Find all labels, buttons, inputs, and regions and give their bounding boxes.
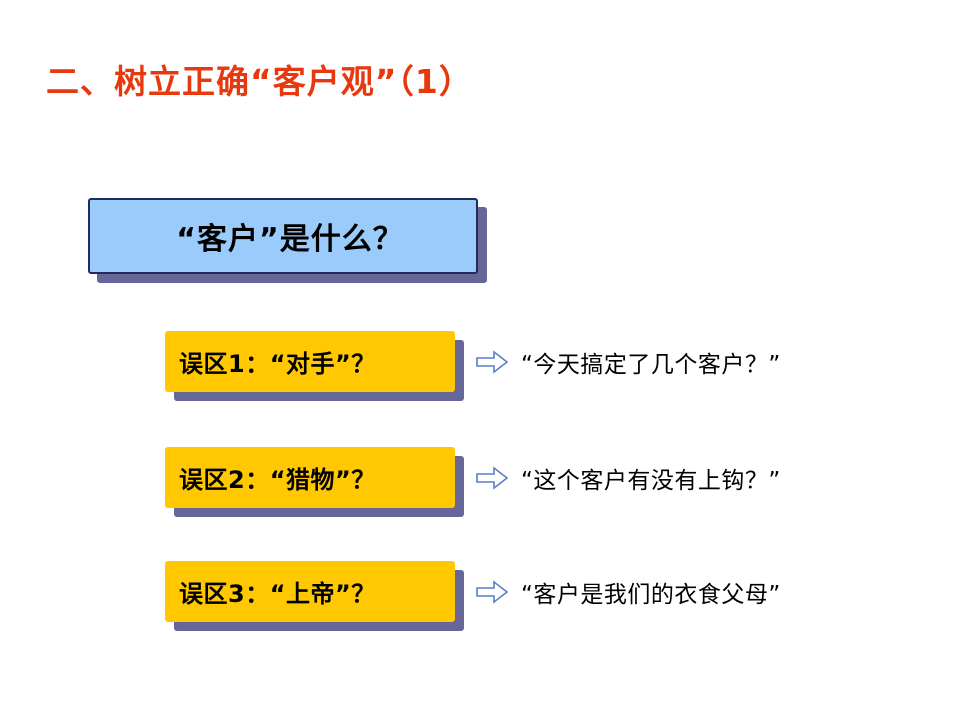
right-block-arrow-icon	[476, 580, 508, 604]
caption-row-3: “客户是我们的衣食父母”	[476, 572, 781, 612]
right-block-arrow-icon	[476, 350, 508, 374]
misconception-box-1-face: 误区1：“对手”？	[165, 331, 455, 392]
misconception-box-1-label: 误区1：“对手”？	[179, 350, 376, 378]
misconception-box-1: 误区1：“对手”？	[165, 331, 464, 401]
caption-text-2: “这个客户有没有上钩？”	[521, 468, 781, 494]
misconception-box-2: 误区2：“猎物”？	[165, 447, 464, 517]
caption-row-2: “这个客户有没有上钩？”	[476, 458, 781, 498]
caption-text-3: “客户是我们的衣食父母”	[521, 582, 781, 608]
misconception-box-3-label: 误区3：“上帝”？	[179, 580, 376, 608]
headline-box-face: “客户”是什么？	[88, 198, 478, 274]
right-block-arrow-icon	[476, 466, 508, 490]
misconception-box-2-label: 误区2：“猎物”？	[179, 466, 376, 494]
misconception-box-2-face: 误区2：“猎物”？	[165, 447, 455, 508]
headline-box: “客户”是什么？	[88, 198, 487, 283]
headline-box-label: “客户”是什么？	[176, 222, 404, 257]
misconception-box-3: 误区3：“上帝”？	[165, 561, 464, 631]
caption-text-1: “今天搞定了几个客户？”	[521, 352, 781, 378]
misconception-box-3-face: 误区3：“上帝”？	[165, 561, 455, 622]
page-title: 二、树立正确“客户观”（1）	[46, 62, 473, 101]
caption-row-1: “今天搞定了几个客户？”	[476, 342, 781, 382]
